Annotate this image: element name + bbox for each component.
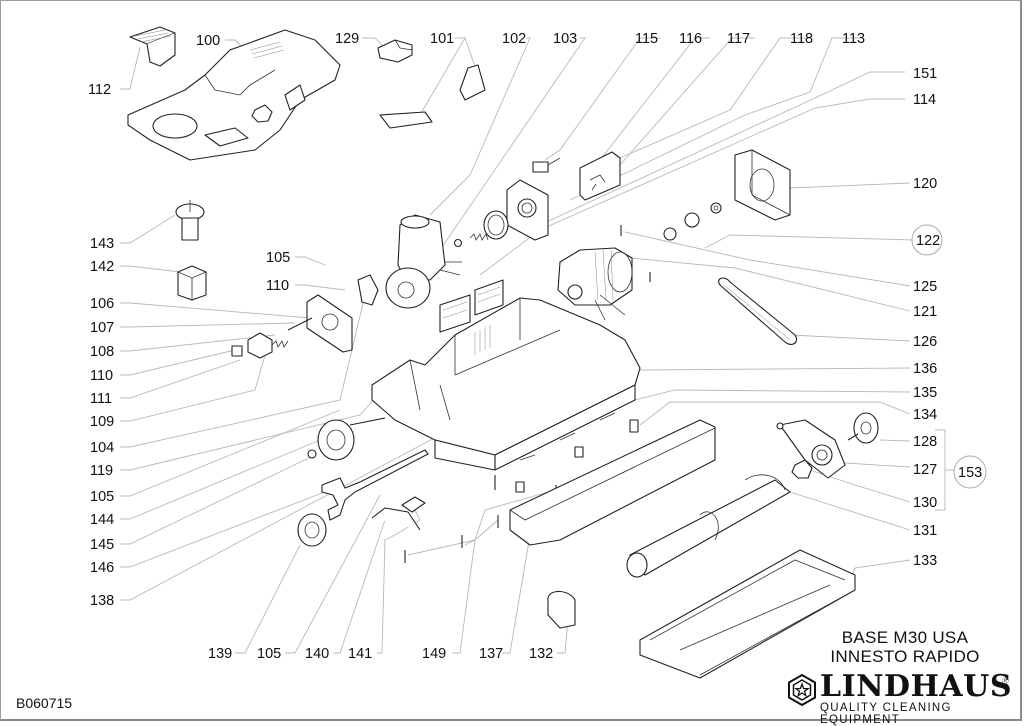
label-139: 139 — [208, 646, 232, 662]
part-125-screws — [620, 225, 651, 282]
label-135: 135 — [913, 385, 937, 401]
label-105: 105 — [90, 489, 114, 505]
label-105-bottom: 105 — [257, 646, 281, 662]
label-110: 110 — [90, 368, 113, 384]
label-113: 113 — [842, 31, 865, 47]
part-107-shaft — [271, 317, 313, 348]
part-128-pulley — [847, 412, 879, 444]
label-102: 102 — [502, 31, 526, 47]
part-133-base-plate — [639, 549, 856, 679]
label-110-mid: 110 — [266, 278, 289, 294]
label-132: 132 — [529, 646, 553, 662]
label-140: 140 — [305, 646, 329, 662]
label-104: 104 — [90, 440, 114, 456]
label-117: 117 — [727, 31, 750, 47]
label-112: 112 — [88, 82, 111, 98]
part-112-grille — [129, 26, 176, 67]
label-125: 125 — [913, 279, 937, 295]
part-127-bracket — [776, 419, 846, 479]
model-title: BASE M30 USA — [841, 628, 969, 647]
label-144: 144 — [90, 512, 114, 528]
part-129-cap — [377, 39, 413, 63]
part-144-axle-bracket — [321, 449, 429, 521]
callout-labels: 112 100 129 101 102 103 115 116 117 118 … — [88, 31, 982, 662]
label-105-mid: 105 — [266, 250, 290, 266]
registered-mark: ® — [1002, 676, 1009, 686]
part-120-filter-frame — [734, 149, 791, 221]
label-149: 149 — [422, 646, 446, 662]
part-126-belt — [718, 277, 798, 345]
label-111: 111 — [90, 391, 112, 407]
label-130: 130 — [913, 495, 937, 511]
part-138-wheel — [297, 513, 327, 547]
part-142-cube — [177, 265, 207, 301]
part-131-brush-roller — [626, 474, 791, 578]
label-114: 114 — [913, 92, 936, 108]
part-136-base-housing — [371, 297, 641, 471]
label-109: 109 — [90, 414, 114, 430]
model-subtitle: INNESTO RAPIDO — [830, 647, 980, 666]
brand-block: LINDHAUS ® QUALITY CLEANING EQUIPMENT — [786, 669, 1016, 726]
part-122-fittings — [663, 202, 722, 241]
part-100-top-cover — [127, 29, 341, 161]
hexagon-star-logo-icon — [788, 674, 816, 706]
brand-name: LINDHAUS — [820, 669, 1013, 704]
group-tag-122-circle — [911, 224, 943, 256]
label-126: 126 — [913, 334, 937, 350]
part-102-motor-housing — [385, 214, 462, 309]
document-code: B060715 — [16, 695, 73, 711]
leader-lines — [120, 37, 955, 654]
part-113-plate — [506, 179, 549, 241]
part-spring — [453, 233, 489, 248]
label-101: 101 — [430, 31, 454, 47]
label-151: 151 — [913, 66, 937, 82]
part-filter-pads — [439, 279, 504, 333]
label-153: 153 — [958, 465, 982, 481]
label-107: 107 — [90, 320, 114, 336]
label-131: 131 — [913, 523, 937, 539]
part-106-plate — [306, 294, 353, 353]
part-132-end-cap — [547, 590, 576, 629]
part-108-block — [231, 332, 273, 359]
part-110-clip — [357, 274, 379, 306]
label-146: 146 — [90, 560, 114, 576]
label-145: 145 — [90, 537, 114, 553]
label-121: 121 — [913, 304, 937, 320]
label-129: 129 — [335, 31, 359, 47]
label-116: 116 — [679, 31, 702, 47]
part-137-bumper — [509, 419, 716, 546]
part-140-rod — [371, 507, 421, 531]
label-138: 138 — [90, 593, 114, 609]
brand-tagline: QUALITY CLEANING EQUIPMENT — [820, 702, 952, 726]
part-101-flaps — [379, 64, 486, 129]
label-141: 141 — [348, 646, 372, 662]
label-128: 128 — [913, 434, 937, 450]
label-142: 142 — [90, 259, 114, 275]
label-120: 120 — [913, 176, 937, 192]
label-115: 115 — [635, 31, 658, 47]
label-103: 103 — [553, 31, 577, 47]
label-108: 108 — [90, 344, 114, 360]
part-141-clip — [401, 496, 426, 513]
label-137: 137 — [479, 646, 503, 662]
label-118: 118 — [790, 31, 813, 47]
label-143: 143 — [90, 236, 114, 252]
label-106: 106 — [90, 296, 114, 312]
part-117-circuit-board — [579, 151, 621, 201]
part-121-motor — [557, 247, 633, 321]
label-119: 119 — [90, 463, 113, 479]
label-133: 133 — [913, 553, 937, 569]
label-134: 134 — [913, 407, 937, 423]
part-143-valve — [175, 200, 205, 241]
label-136: 136 — [913, 361, 937, 377]
title-block: BASE M30 USA INNESTO RAPIDO — [800, 628, 1010, 666]
label-100: 100 — [196, 33, 220, 49]
group-tag-153-circle — [953, 455, 987, 489]
part-114-ring — [483, 210, 509, 240]
label-122: 122 — [916, 233, 940, 249]
part-115-microswitch — [532, 157, 561, 173]
part-119-wheel — [307, 417, 386, 461]
label-127: 127 — [913, 462, 937, 478]
